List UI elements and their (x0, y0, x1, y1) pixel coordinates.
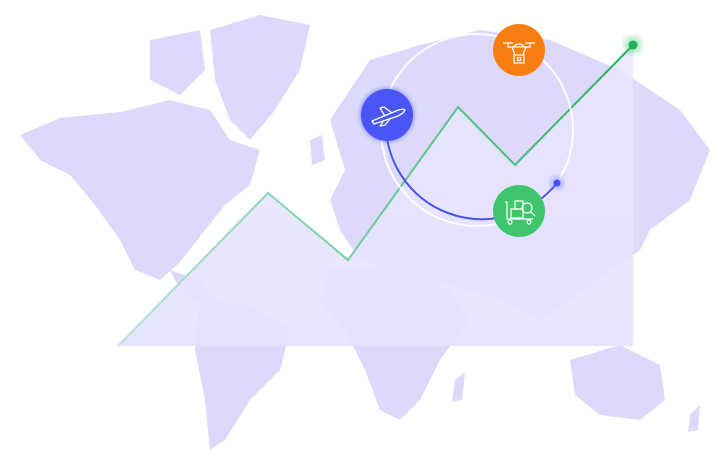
new-zealand (688, 405, 700, 432)
arctic-islands (150, 30, 205, 95)
trend-area (118, 45, 633, 346)
japan (660, 170, 676, 210)
trend-end-point (628, 40, 638, 50)
trend-line (117, 44, 634, 347)
airplane-icon (371, 106, 406, 127)
airplane-badge (360, 88, 414, 142)
greenland (210, 15, 310, 140)
drone-badge (493, 24, 545, 76)
drone-delivery-icon (503, 42, 535, 64)
uk (310, 135, 325, 165)
australia (570, 345, 665, 420)
north-america (20, 100, 260, 280)
package-cart-search-icon (505, 200, 536, 225)
arc-end-point (553, 179, 561, 187)
cart-badge (493, 185, 545, 237)
madagascar (452, 372, 465, 402)
